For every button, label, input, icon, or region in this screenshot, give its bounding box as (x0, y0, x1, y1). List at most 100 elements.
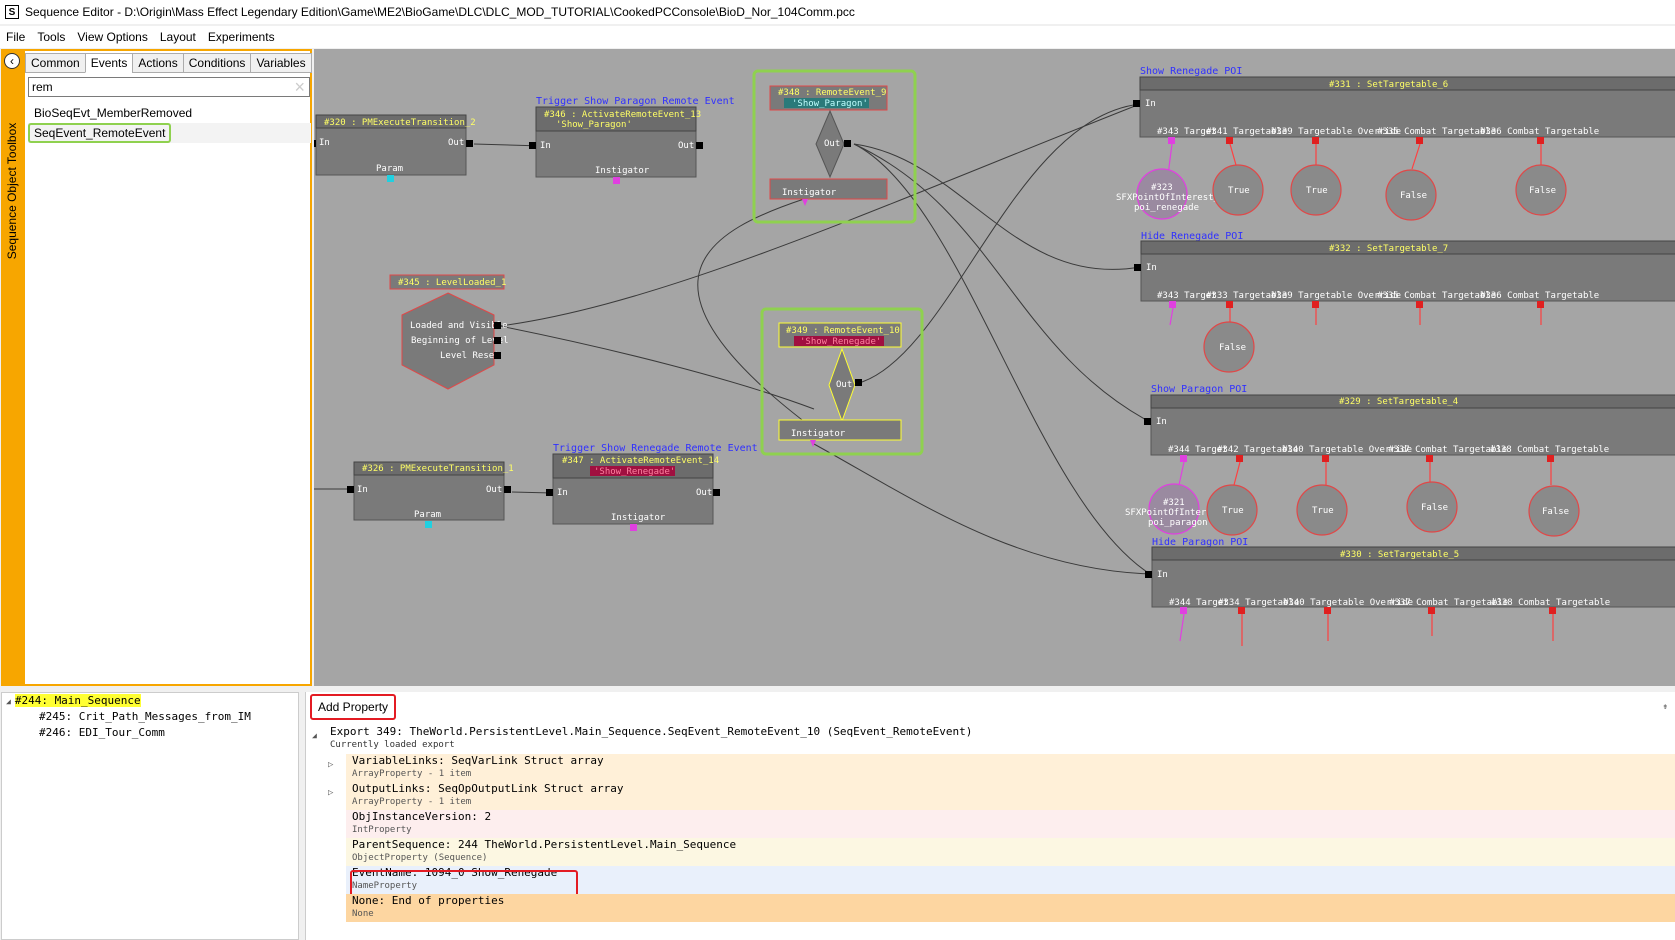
clear-search-icon[interactable]: × (294, 77, 305, 97)
tab-actions[interactable]: Actions (132, 53, 184, 73)
prop-row-objinstanceversion[interactable]: ObjInstanceVersion: 2 IntProperty (346, 810, 1675, 838)
var-label: #335 Combat Targetable (1377, 291, 1496, 301)
port-in: In (1146, 263, 1157, 273)
node-346-activateremoteevent[interactable]: Trigger Show Paragon Remote Event #346 :… (529, 96, 735, 184)
wire (511, 491, 553, 494)
wire (853, 143, 1151, 423)
graph-svg: .nodebox{fill:#7a7a7a;stroke:#555;stroke… (314, 66, 1675, 646)
sequence-graph-canvas[interactable]: .nodebox{fill:#7a7a7a;stroke:#555;stroke… (314, 49, 1675, 686)
node-caption: Trigger Show Renegade Remote Event (553, 443, 758, 454)
node-subtitle: 'Show_Renegade' (594, 467, 675, 477)
node-345-levelloaded[interactable]: #345 : LevelLoaded_1 Loaded and Visible … (389, 274, 509, 390)
node-title: #329 : SetTargetable_4 (1339, 397, 1458, 407)
var-label: #339 Targetable Override (1271, 127, 1401, 137)
node-326-pmexecutetransition[interactable]: #326 : PMExecuteTransition_1 In Out Para… (347, 461, 514, 528)
var-instigator: Instigator (595, 166, 650, 176)
prop-sub: IntProperty (352, 825, 412, 835)
var-label: #339 Targetable Override (1271, 291, 1401, 301)
var-node-bool[interactable]: False (1528, 485, 1580, 537)
panel-splitter[interactable] (0, 686, 1675, 692)
tree-node[interactable]: #246: EDI_Tour_Comm (39, 726, 165, 739)
node-349-remoteevent[interactable]: #349 : RemoteEvent_10 'Show_Renegade' Ou… (760, 307, 924, 456)
node-330-settargetable[interactable]: Hide Paragon POI #330 : SetTargetable_5 … (1145, 537, 1675, 614)
tree-root[interactable]: ◢#244: Main_Sequence (2, 693, 298, 709)
node-331-settargetable[interactable]: Show Renegade POI #331 : SetTargetable_6… (1133, 66, 1675, 144)
menu-tools[interactable]: Tools (37, 30, 66, 44)
bool-value: True (1228, 186, 1250, 196)
tab-conditions[interactable]: Conditions (182, 53, 252, 73)
port-in: In (1156, 417, 1167, 427)
node-332-settargetable[interactable]: Hide Renegade POI #332 : SetTargetable_7… (1134, 231, 1675, 308)
prop-sub: ArrayProperty - 1 item (352, 769, 472, 779)
wire (499, 103, 1141, 327)
var-node-321-poi-paragon[interactable]: #321 SFXPointOfInterest_S poi_paragon (1125, 483, 1233, 535)
var-instigator: Instigator (791, 429, 846, 439)
var-node-bool[interactable]: True (1290, 164, 1342, 216)
var-node-bool[interactable]: False (1406, 481, 1458, 533)
prop-main: VariableLinks: SeqVarLink Struct array (352, 754, 604, 767)
menu-file[interactable]: File (6, 30, 26, 44)
var-node-bool[interactable]: True (1206, 484, 1258, 536)
var-node-bool[interactable]: False (1385, 169, 1437, 221)
var-label: #344 Target (1168, 445, 1228, 455)
expand-arrow-icon[interactable]: ▷ (328, 760, 334, 770)
expand-arrow-icon[interactable]: ▷ (328, 788, 334, 798)
tree-node[interactable]: #245: Crit_Path_Messages_from_IM (39, 710, 251, 723)
port-in: In (357, 485, 368, 495)
expand-triangle-icon[interactable]: ◢ (312, 731, 317, 740)
node-subtitle: 'Show_Renegade' (800, 337, 881, 347)
tab-events[interactable]: Events (84, 53, 134, 73)
tab-common[interactable]: Common (25, 53, 86, 73)
node-348-remoteevent[interactable]: #348 : RemoteEvent_9 'Show_Paragon' Out … (752, 69, 917, 224)
var-param: Param (414, 510, 441, 520)
var-label: #343 Target (1157, 127, 1217, 137)
tab-variables[interactable]: Variables (250, 53, 312, 73)
prop-row-variablelinks[interactable]: ▷ VariableLinks: SeqVarLink Struct array… (328, 754, 1675, 782)
wire (853, 143, 1151, 575)
toolbox-strip-label: Sequence Object Toolbox (5, 122, 19, 260)
port-out: Out (448, 138, 464, 148)
prop-row-parentsequence[interactable]: ParentSequence: 244 TheWorld.PersistentL… (346, 838, 1675, 866)
add-property-button[interactable]: Add Property (310, 694, 397, 720)
port-out: Out (486, 485, 502, 495)
collapse-toolbox-icon[interactable]: ‹ (4, 53, 20, 69)
list-item-label: SeqEvent_RemoteEvent (28, 123, 172, 143)
wire (1179, 613, 1185, 642)
node-title: #345 : LevelLoaded_1 (398, 278, 506, 288)
node-title: #348 : RemoteEvent_9 (778, 88, 886, 98)
var-class: SFXPointOfInterest_S (1125, 508, 1233, 518)
menu-view-options[interactable]: View Options (77, 30, 148, 44)
toolbox-results-list: BioSeqEvt_MemberRemoved SeqEvent_RemoteE… (28, 103, 311, 143)
list-item[interactable]: BioSeqEvt_MemberRemoved (34, 106, 193, 120)
wire (1169, 307, 1174, 326)
export-line: Export 349: TheWorld.PersistentLevel.Mai… (330, 725, 973, 738)
var-node-bool[interactable]: False (1515, 164, 1567, 216)
wire (1178, 461, 1185, 486)
menu-experiments[interactable]: Experiments (207, 30, 275, 44)
port-loaded-and-visible: Loaded and Visible (410, 321, 508, 331)
var-label: #334 Targetable (1218, 598, 1299, 608)
var-node-323-poi-renegade[interactable]: #323 SFXPointOfInterest_S poi_renegade (1116, 168, 1224, 220)
var-node-bool[interactable]: False (1203, 321, 1255, 373)
node-347-activateremoteevent[interactable]: Trigger Show Renegade Remote Event #347 … (546, 443, 758, 531)
bool-value: True (1222, 506, 1244, 516)
prop-sub: ObjectProperty (Sequence) (352, 853, 488, 863)
var-node-bool[interactable]: True (1296, 484, 1348, 536)
node-title: #326 : PMExecuteTransition_1 (362, 464, 514, 474)
toolbox-search-input[interactable]: rem × (28, 77, 310, 97)
sequence-tree: ◢#244: Main_Sequence #245: Crit_Path_Mes… (1, 692, 299, 940)
menu-layout[interactable]: Layout (159, 30, 196, 44)
prop-row-outputlinks[interactable]: ▷ OutputLinks: SeqOpOutputLink Struct ar… (328, 782, 1675, 810)
node-320-pmexecutetransition[interactable]: #320 : PMExecuteTransition_2 In Out Para… (314, 114, 476, 182)
node-329-settargetable[interactable]: Show Paragon POI #329 : SetTargetable_4 … (1144, 384, 1675, 462)
port-out: Out (836, 380, 852, 390)
var-value: poi_paragon (1148, 518, 1208, 528)
list-item-selected[interactable]: SeqEvent_RemoteEvent (28, 123, 311, 143)
panel-menu-icon[interactable]: ⇟ (1662, 702, 1668, 712)
var-node-bool[interactable]: True (1212, 164, 1264, 216)
expand-triangle-icon[interactable]: ◢ (6, 697, 11, 706)
prop-row-none[interactable]: None: End of properties None (346, 894, 1675, 922)
node-caption: Hide Paragon POI (1152, 537, 1248, 548)
port-out: Out (824, 139, 840, 149)
properties-panel: Add Property ⇟ ◢ Export 349: TheWorld.Pe… (305, 692, 1675, 940)
